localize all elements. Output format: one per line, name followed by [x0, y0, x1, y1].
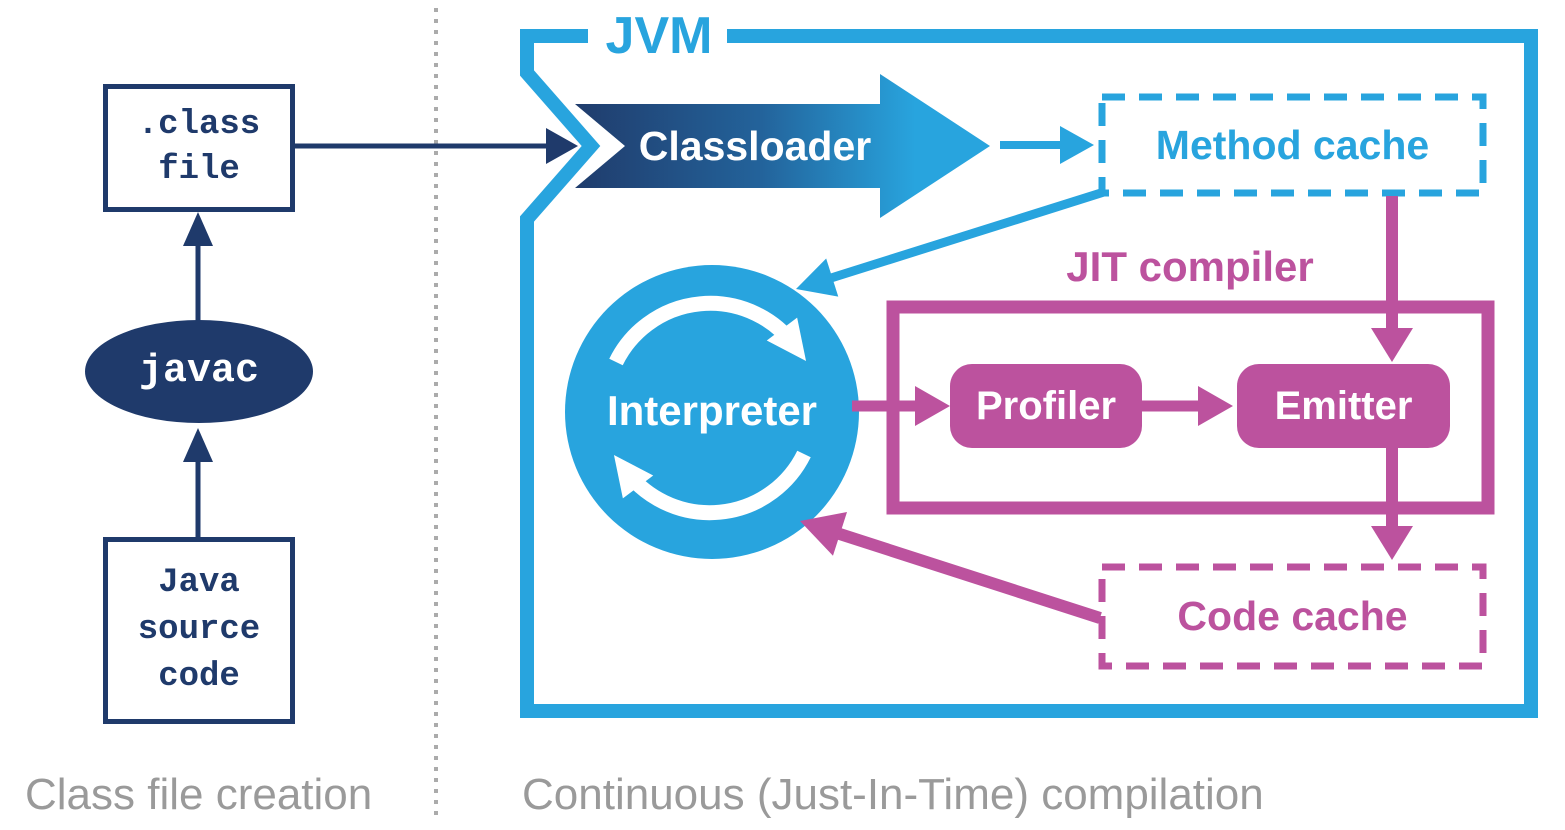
class-file-box: .class file	[103, 84, 295, 212]
jit-compiler-label: JIT compiler	[1066, 243, 1314, 290]
javac-ellipse: javac	[85, 320, 313, 423]
arrow-classloader-to-methodcache	[1000, 126, 1094, 164]
arrow-javac-to-classfile	[183, 212, 213, 322]
class-file-line2: file	[158, 151, 240, 189]
javac-label: javac	[138, 349, 260, 394]
profiler-box: Profiler	[950, 364, 1142, 448]
emitter-label: Emitter	[1274, 383, 1413, 428]
classloader-arrow	[575, 74, 990, 218]
arrow-emitter-to-codecache	[1371, 448, 1413, 560]
arrow-classfile-to-jvm	[294, 128, 578, 164]
arrow-methodcache-to-interpreter	[796, 187, 1106, 297]
arrow-source-to-javac	[183, 428, 213, 540]
arrow-profiler-to-emitter	[1142, 386, 1233, 426]
arrow-codecache-to-interpreter	[800, 511, 1102, 624]
cycle-arrows-icon	[609, 295, 811, 521]
interpreter-circle	[565, 265, 859, 559]
class-file-creation-caption: Class file creation	[25, 770, 373, 819]
classloader-label: Classloader	[638, 122, 872, 169]
arrow-interpreter-to-profiler	[852, 386, 950, 426]
jit-compilation-caption: Continuous (Just-In-Time) compilation	[522, 770, 1264, 819]
source-line2: source	[137, 611, 261, 649]
source-line3: code	[158, 658, 240, 696]
method-cache-label: Method cache	[1155, 121, 1430, 168]
class-file-line1: .class	[137, 106, 261, 144]
jvm-border	[520, 29, 1538, 718]
code-cache-box	[1098, 563, 1487, 670]
interpreter-label: Interpreter	[606, 387, 818, 434]
source-line1: Java	[158, 564, 240, 602]
code-cache-label: Code cache	[1177, 593, 1408, 639]
method-cache-box	[1098, 93, 1487, 197]
jvm-title: JVM	[605, 7, 713, 65]
emitter-box: Emitter	[1237, 364, 1450, 448]
java-source-code-box: Java source code	[103, 537, 295, 724]
profiler-label: Profiler	[975, 383, 1117, 428]
arrow-methodcache-to-emitter	[1371, 196, 1413, 362]
